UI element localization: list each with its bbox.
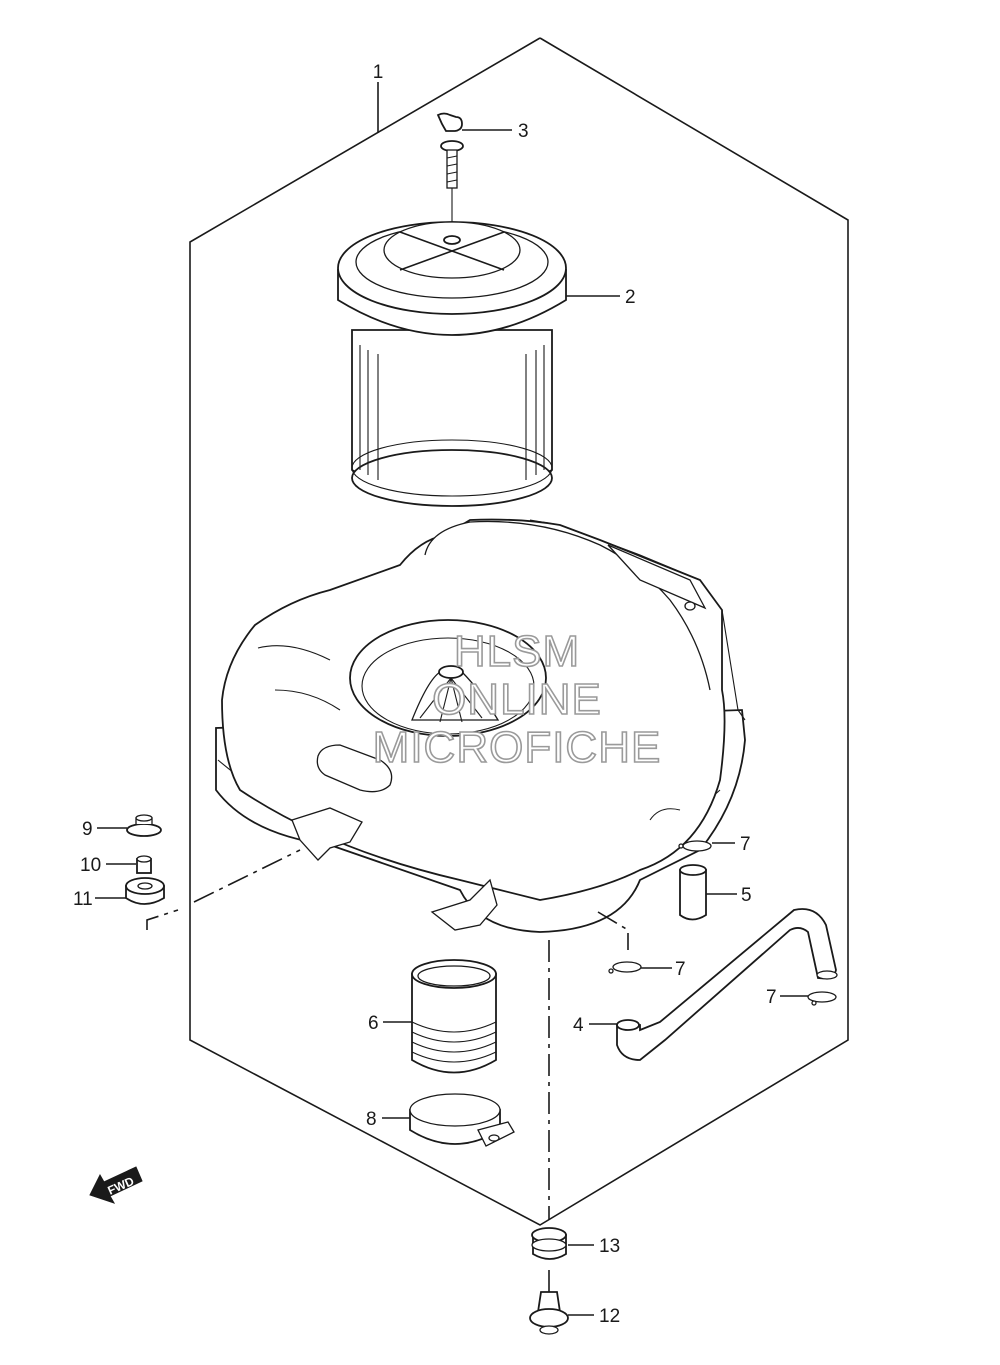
watermark-line1: HLSM (454, 627, 580, 676)
part-8-clamp (409, 1093, 515, 1147)
callout-12: 12 (599, 1306, 620, 1327)
watermark-line2: ONLINE (432, 675, 602, 724)
watermark-line3: MICROFICHE (373, 723, 662, 772)
callout-1: 1 (373, 62, 384, 83)
callout-7a: 7 (740, 834, 751, 855)
fwd-arrow-icon: FWD (89, 1166, 143, 1204)
part-6-outlet-tube (411, 959, 497, 1074)
part-10-collar (136, 855, 152, 874)
callout-7b: 7 (675, 959, 686, 980)
part-9-bolt (126, 814, 162, 837)
part-5-hose (679, 864, 707, 921)
callout-10: 10 (80, 855, 101, 876)
callout-11: 11 (73, 889, 93, 910)
fwd-label: FWD (106, 1174, 137, 1198)
leader-lines (95, 82, 808, 1316)
part-4-bent-hose (616, 908, 838, 1061)
part-11-grommet (125, 877, 165, 905)
callout-2: 2 (625, 287, 636, 308)
part-12-drain-plug (529, 1270, 569, 1335)
part-1-air-cleaner-case (215, 518, 746, 933)
callout-9: 9 (82, 819, 93, 840)
callout-8: 8 (366, 1109, 377, 1130)
assembly-outline (189, 37, 849, 1226)
callout-7c: 7 (766, 987, 777, 1008)
callout-labels: 1 3 2 9 10 11 7 5 7 7 4 6 8 13 12 (73, 62, 777, 1327)
callout-5: 5 (741, 885, 752, 906)
part-7-clamp-b (608, 961, 642, 974)
callout-4: 4 (573, 1015, 584, 1036)
part-7-clamp-c (807, 991, 837, 1006)
part-2-air-filter (337, 221, 567, 507)
callout-3: 3 (518, 121, 529, 142)
part-13-grommet (531, 1227, 567, 1260)
callout-13: 13 (599, 1236, 620, 1257)
watermark: HLSM ONLINE MICROFICHE (372, 626, 662, 773)
part-7-clamp-a (678, 840, 712, 852)
part-3-wing-screw (436, 112, 464, 232)
callout-6: 6 (368, 1013, 379, 1034)
